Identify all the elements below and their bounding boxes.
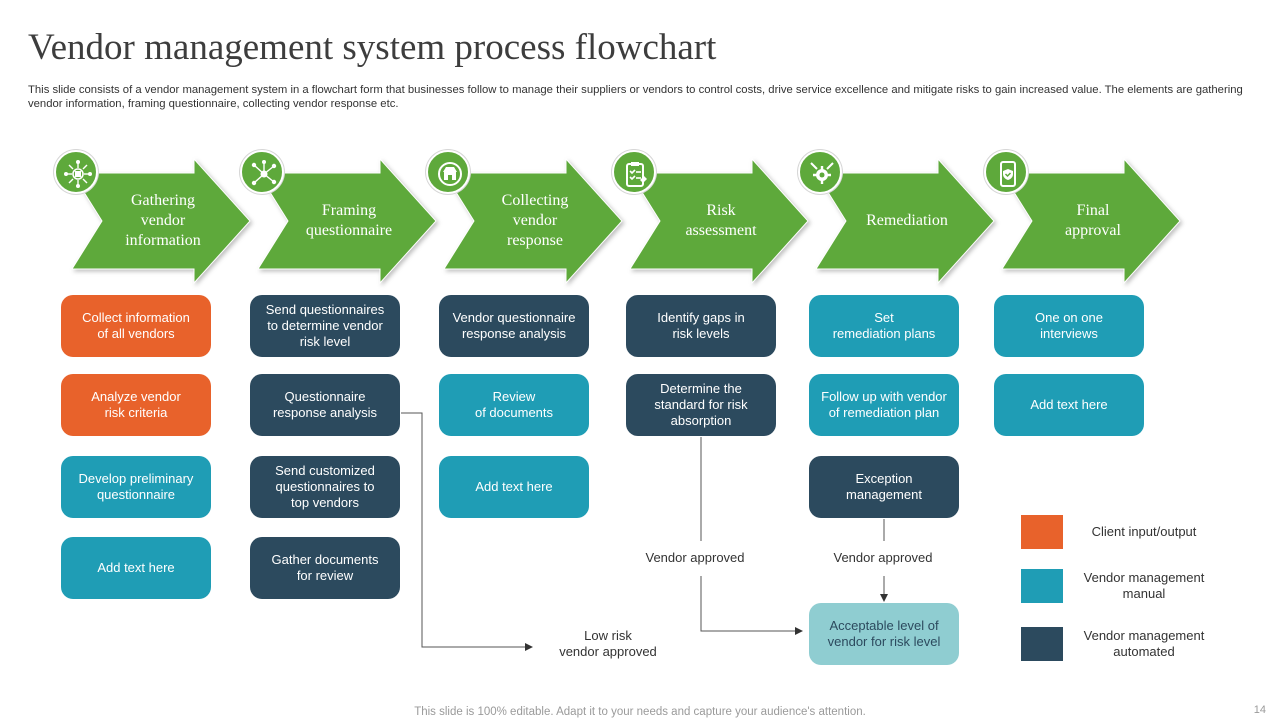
process-box: Add text here xyxy=(61,537,211,599)
process-box-text: Add text here xyxy=(475,479,553,494)
legend-label-manual: Vendor management manual xyxy=(1083,570,1205,601)
process-box-text: Send questionnaires to determine vendor … xyxy=(265,302,385,349)
process-box: Review of documents xyxy=(439,374,589,436)
process-box-text: Gather documents for review xyxy=(271,552,379,583)
process-box: Analyze vendor risk criteria xyxy=(61,374,211,436)
process-box: Send questionnaires to determine vendor … xyxy=(250,295,400,357)
process-box-text: Follow up with vendor of remediation pla… xyxy=(821,389,947,420)
stage-label-5: Remediation xyxy=(866,212,948,229)
process-box-text: One on one interviews xyxy=(1035,310,1103,341)
stage-label-1: Gathering vendor information xyxy=(125,192,201,249)
phone-shield-icon xyxy=(984,150,1028,194)
process-box: Set remediation plans xyxy=(809,295,959,357)
process-box-text: Exception management xyxy=(846,471,922,502)
stage-arrow-4 xyxy=(629,157,809,285)
store-gear-icon xyxy=(426,150,470,194)
low-risk-connector xyxy=(401,412,533,651)
acceptable-level-box: Acceptable level of vendor for risk leve… xyxy=(809,603,959,665)
process-box: Gather documents for review xyxy=(250,537,400,599)
process-box: Send customized questionnaires to top ve… xyxy=(250,456,400,518)
stage-arrow-5 xyxy=(815,157,995,285)
gears-tools-icon xyxy=(798,150,842,194)
vendor-approved-note-2: Vendor approved xyxy=(833,550,933,565)
process-box-text: Add text here xyxy=(97,560,175,575)
stage-label-6: Final approval xyxy=(1065,202,1121,239)
process-box-text: Add text here xyxy=(1030,397,1108,412)
vendor-approved-connector-1b xyxy=(700,576,803,635)
process-box-text: Determine the standard for risk absorpti… xyxy=(654,381,748,428)
legend-label-automated: Vendor management automated xyxy=(1083,628,1205,659)
process-box-text: Set remediation plans xyxy=(832,310,936,341)
process-box: Vendor questionnaire response analysis xyxy=(439,295,589,357)
hub-network-icon xyxy=(240,150,284,194)
process-box: Add text here xyxy=(994,374,1144,436)
low-risk-note: Low risk vendor approved xyxy=(559,628,657,659)
process-box: Determine the standard for risk absorpti… xyxy=(626,374,776,436)
process-box-text: Send customized questionnaires to top ve… xyxy=(275,463,375,510)
clipboard-check-icon xyxy=(612,150,656,194)
process-box-text: Questionnaire response analysis xyxy=(272,389,378,420)
stage-label-4: Risk assessment xyxy=(685,202,757,239)
network-list-icon xyxy=(54,150,98,194)
legend-swatch-automated xyxy=(1021,627,1063,661)
slide-description: This slide consists of a vendor manageme… xyxy=(28,84,1243,110)
stage-arrow-6 xyxy=(1001,157,1181,285)
legend-swatch-client xyxy=(1021,515,1063,549)
process-box-text: Analyze vendor risk criteria xyxy=(91,389,181,420)
process-box: Identify gaps in risk levels xyxy=(626,295,776,357)
stage-arrow-1 xyxy=(71,157,251,285)
footer-note: This slide is 100% editable. Adapt it to… xyxy=(414,706,866,718)
vendor-approved-note-1: Vendor approved xyxy=(645,550,745,565)
legend-label-client: Client input/output xyxy=(1091,524,1197,539)
process-box-text: Vendor questionnaire response analysis xyxy=(452,310,576,341)
stage-arrow-2 xyxy=(257,157,437,285)
legend-swatch-manual xyxy=(1021,569,1063,603)
stage-label-3: Collecting vendor response xyxy=(501,192,569,249)
process-box-text: Review of documents xyxy=(474,389,554,420)
process-box-text: Develop preliminary questionnaire xyxy=(78,471,194,502)
page-number: 14 xyxy=(1253,704,1266,716)
process-box: Collect information of all vendors xyxy=(61,295,211,357)
stage-arrow-3 xyxy=(443,157,623,285)
process-box: Questionnaire response analysis xyxy=(250,374,400,436)
process-box: Follow up with vendor of remediation pla… xyxy=(809,374,959,436)
process-box: One on one interviews xyxy=(994,295,1144,357)
process-box-text: Identify gaps in risk levels xyxy=(657,310,745,341)
process-box: Add text here xyxy=(439,456,589,518)
page-title: Vendor management system process flowcha… xyxy=(28,27,717,68)
process-box: Develop preliminary questionnaire xyxy=(61,456,211,518)
process-box: Exception management xyxy=(809,456,959,518)
stage-label-2: Framing questionnaire xyxy=(305,202,393,239)
process-box-text: Collect information of all vendors xyxy=(82,310,190,341)
